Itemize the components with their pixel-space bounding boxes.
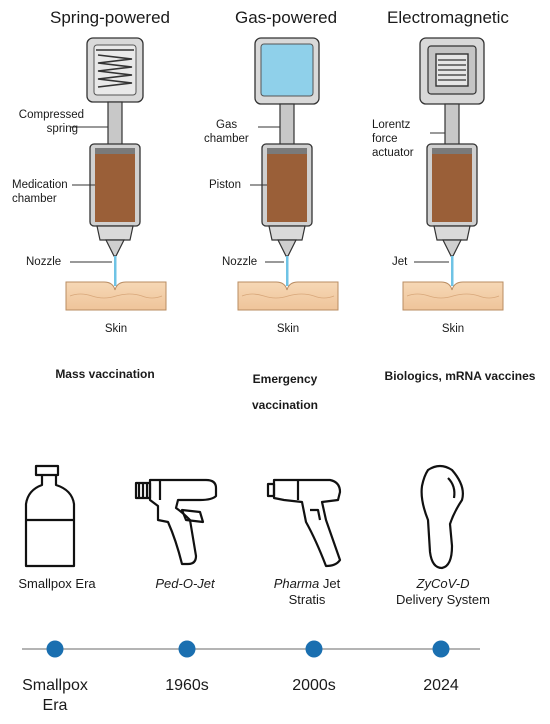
nozzle-label-1: Nozzle [26,256,62,268]
leaders-col3 [414,132,449,263]
gas-injector [254,37,320,286]
pharmajet-stratis-icon [266,478,342,568]
skin-label-3: Skin [441,323,465,335]
leaders-col2 [250,126,284,263]
timeline-label-2000s: 2000s [292,677,336,694]
skin-layer-3 [402,281,504,311]
electromagnetic-title: Electromagnetic [387,8,509,27]
skin-layer-1 [65,281,167,311]
device-label-zycov-d: ZyCoV-D Delivery System [396,576,490,607]
actuator-coil-icon [438,59,466,81]
timeline-label-1960s: 1960s [165,677,209,694]
lorentz-force-actuator-label: Lorentz force actuator [372,119,414,159]
timeline-label-smallpox-era: Smallpox Era [22,677,88,714]
skin-layer-2 [237,281,339,311]
jet-label: Jet [392,256,408,268]
timeline-label-2024: 2024 [423,677,459,694]
piston-label: Piston [209,179,241,191]
timeline [22,640,480,658]
gas-chamber-label: Gas chamber [204,119,249,145]
timeline-dot-2000s [305,640,323,658]
spring-injector [86,37,144,286]
medication-chamber-label: Medication chamber [12,179,68,205]
timeline-dot-2024 [432,640,450,658]
timeline-dot-1960s [178,640,196,658]
device-label-smallpox-era: Smallpox Era [18,576,96,591]
compressed-spring-label: Compressed spring [18,109,84,135]
skin-label-2: Skin [276,323,300,335]
compressed-spring-icon [96,49,134,88]
gas-powered-title: Gas-powered [234,8,338,27]
use-mass-vaccination: Mass vaccination [55,367,155,381]
skin-label-1: Skin [104,323,128,335]
timeline-dot-smallpox [46,640,64,658]
device-label-pharmajet-stratis: Pharma Jet Stratis [273,576,341,607]
leaders-col1 [70,126,112,263]
use-emergency-vaccination: Emergency vaccination [251,372,319,412]
ped-o-jet-gun-icon [134,478,218,566]
bottle-injector-icon [24,464,76,568]
spring-powered-title: Spring-powered [49,8,170,27]
device-label-ped-o-jet: Ped-O-Jet [155,576,215,591]
electromagnetic-injector [419,37,485,286]
zycov-d-applicator-icon [420,464,464,570]
nozzle-label-2: Nozzle [222,256,258,268]
use-biologics-mrna: Biologics, mRNA vaccines [384,369,536,383]
